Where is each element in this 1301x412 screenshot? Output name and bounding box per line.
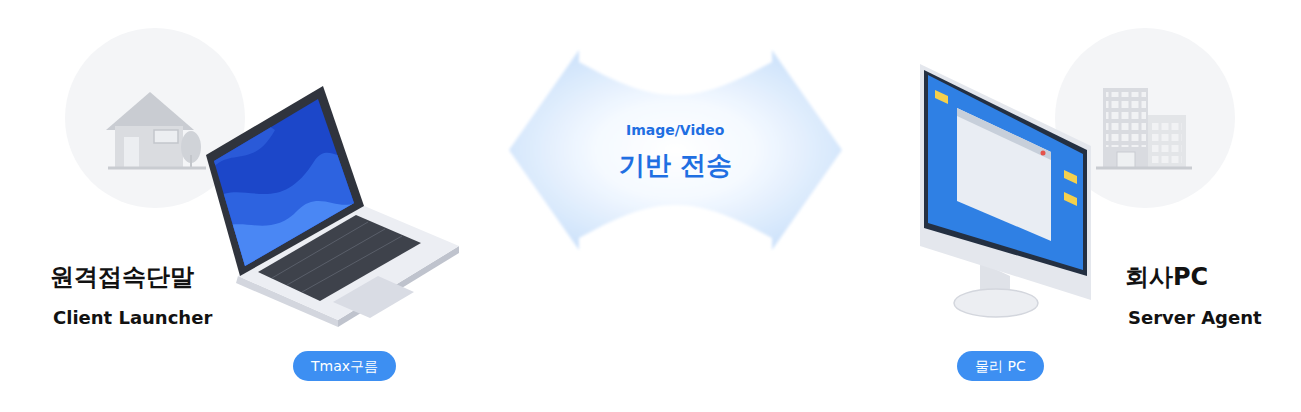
pill-label: 물리 PC xyxy=(975,357,1026,375)
platform-pill: Tmax구름 xyxy=(293,351,396,381)
monitor-illustration xyxy=(1064,192,1077,206)
monitor-illustration xyxy=(920,64,1091,300)
monitor-illustration xyxy=(1064,170,1077,184)
office-icon xyxy=(1096,167,1192,170)
home-icon xyxy=(115,126,183,168)
device-title: 회사PC xyxy=(1125,260,1291,294)
device-subtitle: Client Launcher xyxy=(53,306,476,330)
laptop-illustration xyxy=(205,86,459,327)
monitor-illustration xyxy=(935,90,948,104)
office-icon xyxy=(1103,88,1148,168)
home-icon xyxy=(124,137,139,168)
laptop-illustration xyxy=(333,276,414,318)
laptop-illustration xyxy=(272,222,368,278)
transfer-arrow xyxy=(509,50,842,250)
home-icon xyxy=(190,155,192,168)
office-icon xyxy=(1152,119,1182,164)
monitor-illustration xyxy=(957,108,1051,160)
server-device: 회사PC Server Agent xyxy=(900,40,1291,340)
edge-label: 기반 전송 xyxy=(619,149,732,181)
monitor-illustration xyxy=(920,64,1091,317)
monitor-illustration xyxy=(924,70,1087,276)
device-title: 원격접속단말 xyxy=(50,260,476,294)
transfer-type: Image/Video xyxy=(626,121,724,139)
monitor-illustration xyxy=(1041,151,1046,156)
monitor-illustration xyxy=(928,75,1083,270)
platform-pill: 물리 PC xyxy=(957,351,1044,381)
home-icon xyxy=(106,92,194,130)
monitor-illustration xyxy=(954,289,1038,317)
office-icon xyxy=(1117,152,1135,168)
home-icon xyxy=(108,167,206,170)
client-device: 원격접속단말 Client Launcher xyxy=(40,40,476,340)
laptop-illustration xyxy=(205,120,275,180)
monitor-illustration xyxy=(957,108,1051,241)
pill-label: Tmax구름 xyxy=(311,357,378,375)
office-icon xyxy=(1106,92,1146,147)
home-icon xyxy=(154,130,178,143)
laptop-illustration xyxy=(287,229,385,285)
device-subtitle: Server Agent xyxy=(1128,306,1291,330)
office-icon xyxy=(1148,115,1186,168)
